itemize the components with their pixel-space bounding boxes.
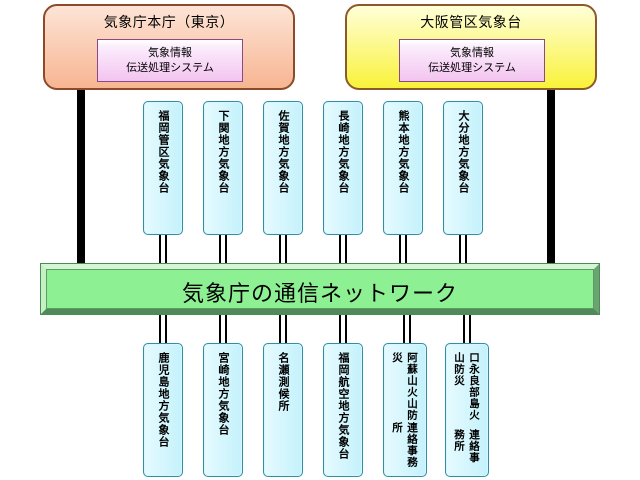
office-fukuoka-kanku: 福岡管区気象台 xyxy=(143,101,183,235)
office-label-line: 鹿児島地方気象台 xyxy=(157,352,170,448)
office-naze: 名瀬測候所 xyxy=(263,343,303,477)
top-connector xyxy=(399,235,407,263)
office-label: 福岡航空地方気象台 xyxy=(324,352,362,472)
tokyo-system-box: 気象情報 伝送処理システム xyxy=(97,39,243,82)
hq-tokyo-title: 気象庁本庁（東京） xyxy=(103,15,235,31)
office-label: 下関地方気象台 xyxy=(217,110,230,194)
tokyo-connection-line xyxy=(77,90,85,263)
tokyo-system-line-2: 伝送処理システム xyxy=(126,61,214,74)
office-label-line: 阿蘇山火山防災 xyxy=(391,352,418,421)
bottom-connector xyxy=(339,315,347,343)
office-label-line: 名瀬測候所 xyxy=(277,352,290,412)
office-label: 大分地方気象台 xyxy=(457,110,470,194)
network-label: 気象庁の通信ネットワーク xyxy=(181,282,458,307)
bottom-connector xyxy=(219,315,227,343)
office-fukuoka-aviation: 福岡航空地方気象台 xyxy=(323,343,363,477)
top-connector xyxy=(459,235,467,263)
office-label: 名瀬測候所 xyxy=(264,352,302,472)
top-connector xyxy=(219,235,227,263)
office-label: 熊本地方気象台 xyxy=(397,110,410,194)
office-shimonoseki: 下関地方気象台 xyxy=(203,101,243,235)
office-nagasaki: 長崎地方気象台 xyxy=(323,101,363,235)
office-label: 宮崎地方気象台 xyxy=(204,352,242,472)
tokyo-system-line-1: 気象情報 xyxy=(148,46,192,59)
osaka-system-line-1: 気象情報 xyxy=(450,46,494,59)
office-label: 佐賀地方気象台 xyxy=(277,110,290,194)
office-label: 鹿児島地方気象台 xyxy=(144,352,182,472)
bottom-connector xyxy=(159,315,167,343)
office-asosan: 阿蘇山火山防災 連絡事務所 xyxy=(383,343,427,477)
osaka-system-line-2: 伝送処理システム xyxy=(428,61,516,74)
office-label: 長崎地方気象台 xyxy=(337,110,350,194)
office-miyazaki: 宮崎地方気象台 xyxy=(203,343,243,477)
office-kumamoto: 熊本地方気象台 xyxy=(383,101,423,235)
office-kuchinoerabujima: 口永良部島火山防災 連絡事務所 xyxy=(445,343,489,477)
bottom-connector xyxy=(403,315,411,343)
osaka-connection-line xyxy=(547,90,555,263)
office-label-line: 連絡事務所 xyxy=(391,422,418,468)
office-oita: 大分地方気象台 xyxy=(443,101,483,235)
hq-osaka-title: 大阪管区気象台 xyxy=(420,15,522,31)
hq-tokyo-box: 気象庁本庁（東京） 気象情報 伝送処理システム xyxy=(43,4,295,90)
office-label: 福岡管区気象台 xyxy=(157,110,170,194)
bottom-connector xyxy=(279,315,287,343)
hq-osaka-box: 大阪管区気象台 気象情報 伝送処理システム xyxy=(345,4,597,90)
office-saga: 佐賀地方気象台 xyxy=(263,101,303,235)
top-connector xyxy=(159,235,167,263)
office-label-line: 口永良部島火山防災 xyxy=(453,352,480,421)
office-label-line: 福岡航空地方気象台 xyxy=(337,352,350,460)
office-label: 阿蘇山火山防災 連絡事務所 xyxy=(384,352,426,472)
bottom-connector xyxy=(463,315,471,343)
network-bar: 気象庁の通信ネットワーク xyxy=(40,263,600,315)
office-label-line: 連絡事務所 xyxy=(453,429,480,464)
office-kagoshima: 鹿児島地方気象台 xyxy=(143,343,183,477)
osaka-system-box: 気象情報 伝送処理システム xyxy=(399,39,545,82)
office-label-line: 宮崎地方気象台 xyxy=(217,352,230,436)
office-label: 口永良部島火山防災 連絡事務所 xyxy=(446,352,488,472)
top-connector xyxy=(279,235,287,263)
top-connector xyxy=(339,235,347,263)
